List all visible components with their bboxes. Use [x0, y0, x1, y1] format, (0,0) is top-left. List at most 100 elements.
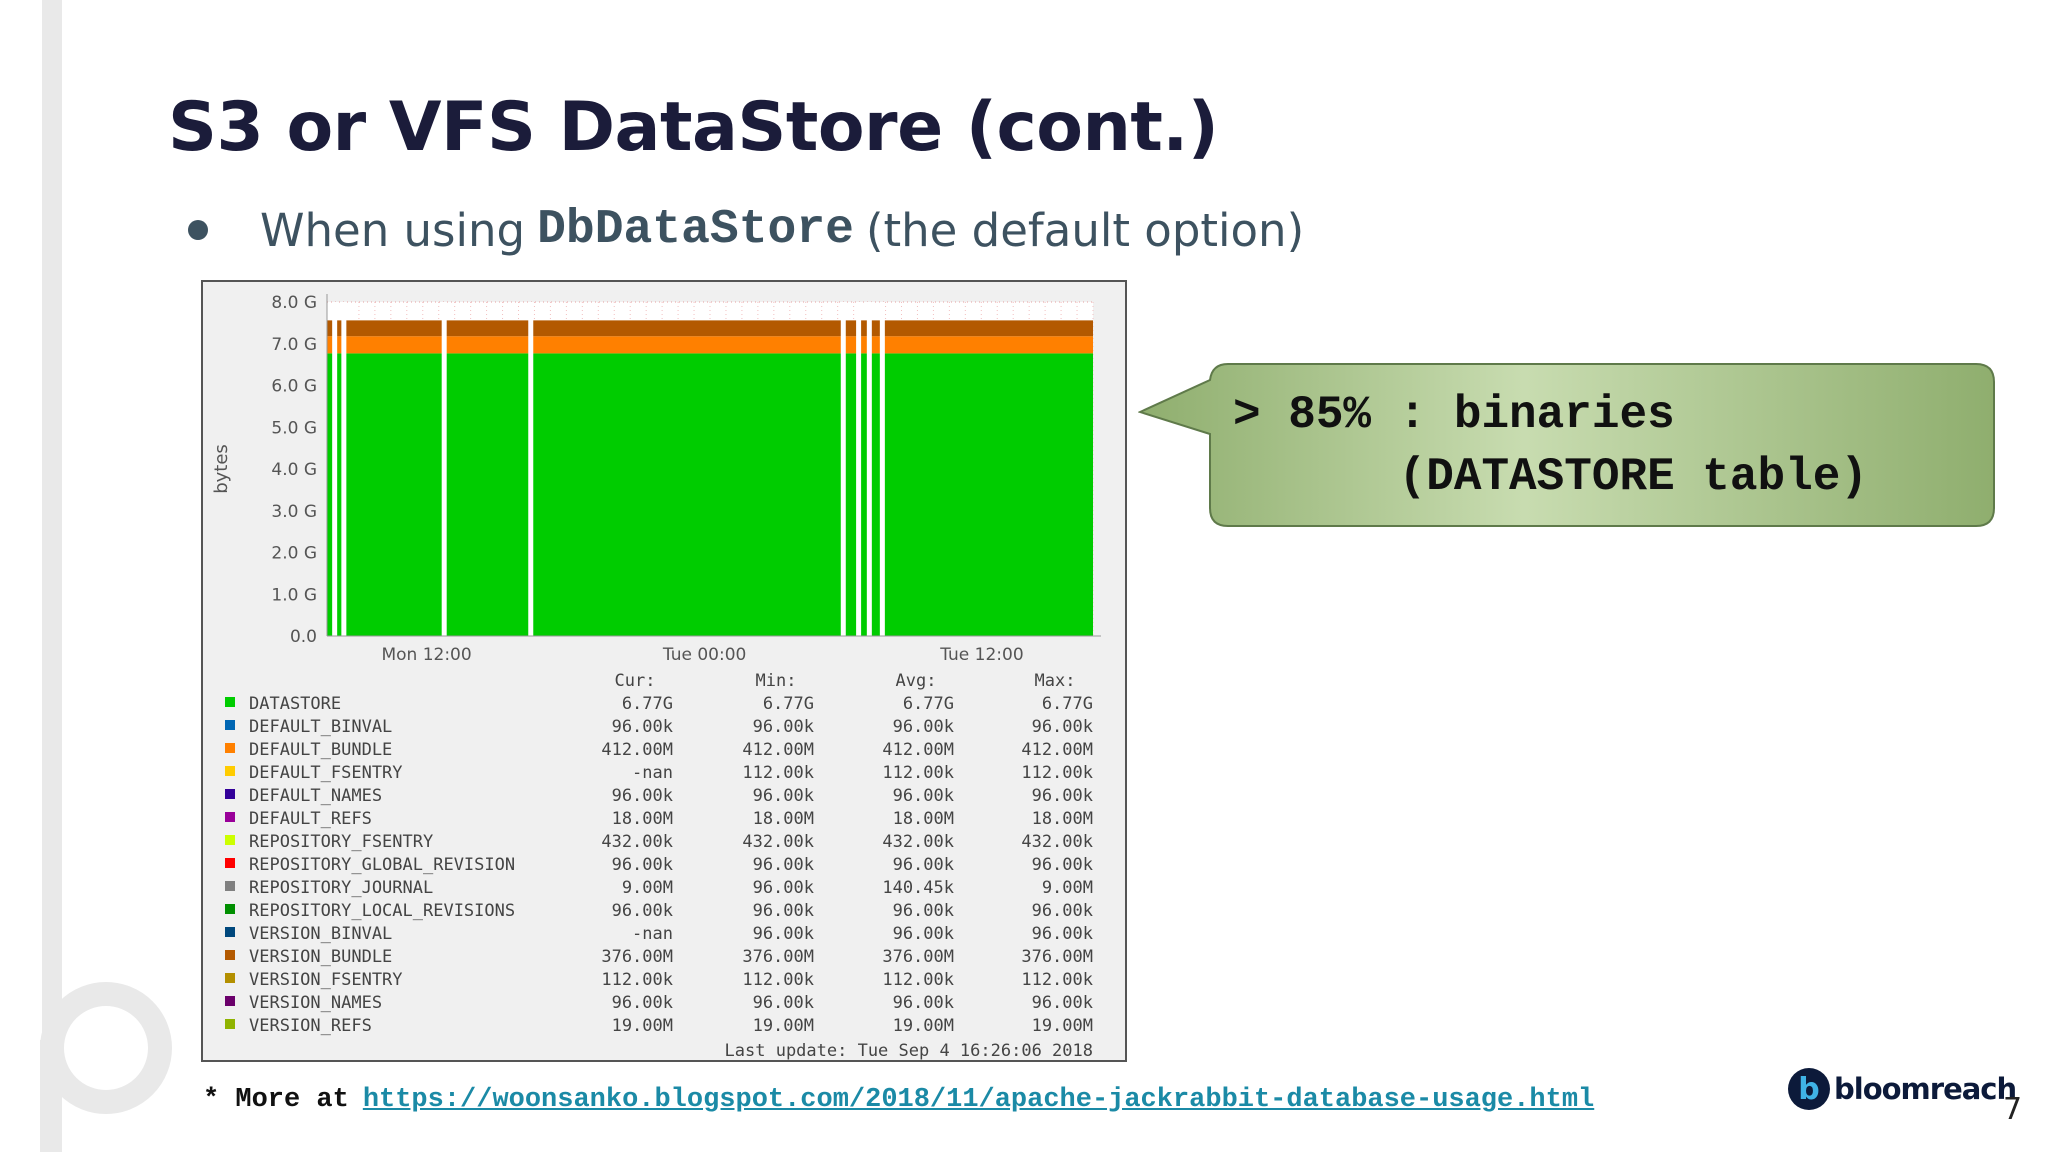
legend-value-min: 96.00k — [753, 717, 814, 737]
y-tick-label: 3.0 G — [271, 502, 317, 522]
footer-prefix: * More at — [203, 1085, 349, 1115]
legend-value-max: 96.00k — [1032, 855, 1093, 875]
legend-series-name: REPOSITORY_JOURNAL — [249, 878, 433, 898]
brand-text: bloomreach — [1834, 1072, 2017, 1106]
chart-canvas: 0.0 1.0 G 2.0 G 3.0 G 4.0 G 5.0 G 6.0 G 7.0 G 8.… — [211, 293, 1101, 1060]
legend-value-max: 96.00k — [1032, 924, 1093, 944]
legend-series-name: VERSION_BINVAL — [249, 924, 392, 944]
legend-value-max: 112.00k — [1021, 970, 1093, 990]
legend-swatch — [225, 950, 235, 960]
y-axis-label: bytes — [211, 444, 232, 494]
legend-value-cur: 96.00k — [612, 901, 673, 921]
y-tick-label: 1.0 G — [271, 585, 317, 605]
callout-text: > 85% : binaries (DATASTORE table) — [1233, 389, 1868, 503]
legend-value-cur: 6.77G — [622, 694, 673, 714]
data-gap — [840, 302, 846, 636]
bullet-code-text: DbDataStore — [537, 203, 854, 257]
legend-value-min: 6.77G — [763, 694, 814, 714]
legend-value-cur: 96.00k — [612, 855, 673, 875]
legend-value-avg: 112.00k — [882, 763, 954, 783]
legend-swatch — [225, 720, 235, 730]
legend-value-avg: 112.00k — [882, 970, 954, 990]
x-tick-label: Mon 12:00 — [381, 645, 471, 665]
page-number: 7 — [2003, 1092, 2023, 1127]
y-tick-label: 2.0 G — [271, 544, 317, 564]
y-tick-label: 7.0 G — [271, 335, 317, 355]
legend-series-name: REPOSITORY_FSENTRY — [249, 832, 433, 852]
footer-note: * More at https://woonsanko.blogspot.com/… — [203, 1085, 1594, 1115]
data-gap — [441, 302, 447, 636]
legend-series-name: DEFAULT_FSENTRY — [249, 763, 403, 783]
slide-title: S3 or VFS DataStore (cont.) — [168, 88, 1219, 167]
legend-swatch — [225, 697, 235, 707]
legend-swatch — [225, 881, 235, 891]
legend-swatch — [225, 904, 235, 914]
bullet-prefix-text: When using — [260, 203, 526, 257]
footer-link[interactable]: https://woonsanko.blogspot.com/2018/11/a… — [362, 1085, 1595, 1115]
data-gap — [856, 302, 862, 636]
y-tick-label: 6.0 G — [271, 377, 317, 397]
left-accent-bar — [42, 0, 62, 1152]
legend-series-name: VERSION_FSENTRY — [249, 970, 403, 990]
legend-swatch — [225, 835, 235, 845]
legend-value-avg: 96.00k — [893, 993, 954, 1013]
legend-value-avg: 19.00M — [893, 1016, 954, 1036]
legend-series-name: REPOSITORY_LOCAL_REVISIONS — [249, 901, 515, 921]
legend-value-max: 96.00k — [1032, 993, 1093, 1013]
legend-value-cur: -nan — [632, 924, 673, 944]
y-tick-label: 0.0 — [290, 627, 317, 647]
bloomreach-mark-icon: b — [1788, 1068, 1830, 1110]
y-tick-label: 4.0 G — [271, 460, 317, 480]
datastore-usage-chart: 0.0 1.0 G 2.0 G 3.0 G 4.0 G 5.0 G 6.0 G 7.0 G 8.… — [201, 280, 1127, 1062]
bloomreach-logo: b bloomreach — [1788, 1068, 2017, 1110]
legend-value-max: 112.00k — [1021, 763, 1093, 783]
legend-value-min: 96.00k — [753, 855, 814, 875]
legend-value-max: 9.00M — [1042, 878, 1093, 898]
legend-value-cur: -nan — [632, 763, 673, 783]
legend-value-cur: 96.00k — [612, 993, 673, 1013]
legend-value-cur: 96.00k — [612, 786, 673, 806]
legend-header: Min: — [756, 671, 797, 691]
legend-swatch — [225, 812, 235, 822]
callout-bubble: > 85% : binaries (DATASTORE table) — [1138, 362, 1996, 528]
legend-value-min: 19.00M — [753, 1016, 814, 1036]
legend-value-min: 96.00k — [753, 924, 814, 944]
legend-value-min: 96.00k — [753, 878, 814, 898]
legend-header: Cur: — [615, 671, 656, 691]
legend-swatch — [225, 1019, 235, 1029]
x-tick-label: Tue 00:00 — [662, 645, 746, 665]
decorative-ring-stem — [40, 1040, 62, 1152]
legend-value-max: 376.00M — [1021, 947, 1093, 967]
legend-value-max: 412.00M — [1021, 740, 1093, 760]
area-datastore — [327, 353, 1093, 636]
area-version_bundle — [327, 320, 1093, 337]
callout-shape — [1138, 363, 1995, 527]
legend-value-min: 112.00k — [742, 763, 814, 783]
legend-swatch — [225, 996, 235, 1006]
bullet-suffix-text: (the default option) — [865, 203, 1305, 257]
legend-value-avg: 140.45k — [882, 878, 954, 898]
legend-value-avg: 96.00k — [893, 924, 954, 944]
legend-value-min: 112.00k — [742, 970, 814, 990]
y-tick-label: 5.0 G — [271, 418, 317, 438]
bullet-point: When using DbDataStore (the default opti… — [188, 200, 1304, 260]
data-gap — [866, 302, 872, 636]
legend-value-min: 96.00k — [753, 993, 814, 1013]
last-update-text: Last update: Tue Sep 4 16:26:06 2018 — [725, 1041, 1093, 1060]
data-gap — [879, 302, 885, 636]
legend-series-name: VERSION_REFS — [249, 1016, 372, 1036]
legend-series-name: REPOSITORY_GLOBAL_REVISION — [249, 855, 515, 875]
legend-value-max: 18.00M — [1032, 809, 1093, 829]
legend-value-avg: 412.00M — [882, 740, 954, 760]
legend-value-cur: 96.00k — [612, 717, 673, 737]
legend-swatch — [225, 789, 235, 799]
legend-value-min: 18.00M — [753, 809, 814, 829]
legend-series-name: VERSION_BUNDLE — [249, 947, 392, 967]
legend-series-name: DATASTORE — [249, 694, 341, 714]
legend-value-min: 412.00M — [742, 740, 814, 760]
legend-header: Avg: — [896, 671, 937, 691]
legend-series-name: DEFAULT_BUNDLE — [249, 740, 392, 760]
legend-value-min: 432.00k — [742, 832, 814, 852]
legend-value-avg: 96.00k — [893, 717, 954, 737]
y-tick-label: 8.0 G — [271, 293, 317, 313]
